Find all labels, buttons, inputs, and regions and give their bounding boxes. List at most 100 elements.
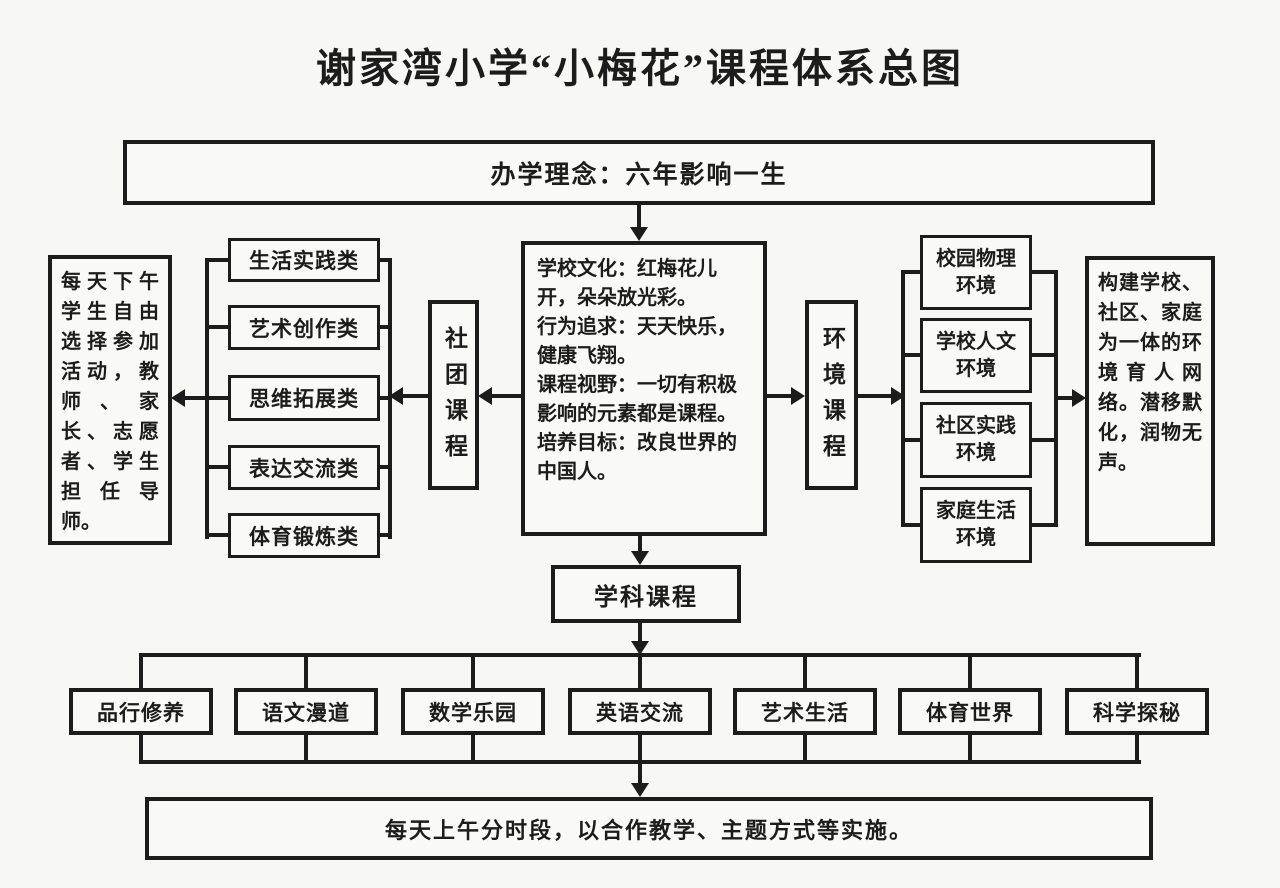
connector-line [205,396,230,400]
implementation-banner-label: 每天上午分时段，以合作教学、主题方式等实施。 [384,817,913,843]
connector-line [378,465,392,469]
subject-label: 英语交流 [596,700,684,725]
subject-label: 科学探秘 [1093,700,1181,725]
environment-category-label: 家庭生活环境 [936,500,1016,549]
connector-line [304,653,308,688]
environment-category-box: 校园物理环境 [920,235,1032,310]
connector-line [139,653,143,688]
connector-line [638,762,642,784]
connector-line [901,523,920,527]
culture-line: 学校文化：红梅花儿开，朵朵放光彩。 [537,258,717,309]
philosophy-banner: 办学理念：六年影响一生 [123,140,1155,205]
connector-line [637,204,641,229]
club-category-box: 体育锻炼类 [228,513,380,558]
environment-course-label: 环境课程 [819,326,845,470]
environment-note-box: 构建学校、社区、家庭为一体的环境育人网络。潜移默化，润物无声。 [1085,256,1215,546]
connector-line [378,258,392,262]
environment-note-text: 构建学校、社区、家庭为一体的环境育人网络。潜移默化，润物无声。 [1098,272,1202,474]
connector-line [803,735,807,764]
connector-line [901,438,920,442]
arrow-right-icon [791,387,805,405]
connector-line [378,533,392,537]
club-note-text: 每天下午学生自由选择参加活动，教师、家长、志愿者、学生担任导师。 [61,271,159,533]
subject-box: 品行修养 [69,688,213,735]
connector-line [766,394,792,398]
connector-line [1032,523,1058,527]
connector-line [205,465,230,469]
club-category-box: 生活实践类 [228,238,380,282]
connector-line [1135,735,1139,764]
arrow-down-icon [631,783,649,797]
bracket-line [1054,270,1058,527]
connector-line [304,735,308,764]
connector-line [803,653,807,688]
subject-box: 英语交流 [568,688,712,735]
subject-box: 艺术生活 [733,688,877,735]
connector-line [968,653,972,688]
connector-line [638,653,642,688]
subject-box: 数学乐园 [401,688,545,735]
club-note-box: 每天下午学生自由选择参加活动，教师、家长、志愿者、学生担任导师。 [48,255,172,545]
arrow-down-icon [631,641,649,655]
subject-label: 艺术生活 [761,700,849,725]
philosophy-banner-label: 办学理念：六年影响一生 [490,161,788,189]
connector-line [638,735,642,764]
arrow-right-icon [1072,389,1086,407]
connector-line [402,394,428,398]
arrow-left-icon [171,389,185,407]
club-category-label: 体育锻炼类 [249,524,359,549]
subject-course-label: 学科课程 [594,584,698,611]
subject-label: 体育世界 [926,700,1014,725]
connector-line [471,653,475,688]
environment-category-label: 社区实践环境 [936,415,1016,464]
subject-label: 语文漫道 [262,700,350,725]
environment-course-box: 环境课程 [805,300,858,490]
connector-line [205,325,230,329]
connector-line [1032,270,1058,274]
connector-line [490,394,521,398]
club-category-box: 艺术创作类 [228,305,380,350]
connector-line [184,396,205,400]
club-course-box: 社团课程 [428,300,479,490]
subject-box: 科学探秘 [1065,688,1209,735]
school-culture-box: 学校文化：红梅花儿开，朵朵放光彩。 行为追求：天天快乐，健康飞翔。 课程视野：一… [521,241,767,536]
club-category-box: 思维拓展类 [228,375,380,421]
arrow-left-icon [478,387,492,405]
environment-category-box: 学校人文环境 [920,318,1032,393]
subject-course-box: 学科课程 [551,565,741,623]
connector-line [901,270,920,274]
environment-category-box: 社区实践环境 [920,402,1032,478]
arrow-left-icon [389,387,403,405]
bracket-line [901,270,905,527]
connector-line [378,396,392,400]
page-title: 谢家湾小学“小梅花”课程体系总图 [316,46,964,91]
connector-line [901,353,920,357]
environment-category-label: 学校人文环境 [936,330,1016,380]
connector-line [205,258,230,262]
connector-line [638,536,642,553]
connector-line [857,394,892,398]
connector-line [139,735,143,764]
arrow-down-icon [631,551,649,565]
subject-label: 数学乐园 [429,700,517,725]
subject-box: 语文漫道 [234,688,378,735]
environment-category-label: 校园物理环境 [936,247,1016,297]
culture-line: 培养目标：改良世界的中国人。 [537,432,737,483]
club-category-box: 表达交流类 [228,445,380,490]
connector-line [968,735,972,764]
subject-box: 体育世界 [898,688,1042,735]
connector-line [378,325,392,329]
culture-line: 行为追求：天天快乐，健康飞翔。 [537,316,737,367]
implementation-banner: 每天上午分时段，以合作教学、主题方式等实施。 [145,797,1153,860]
culture-line: 课程视野：一切有积极影响的元素都是课程。 [537,374,737,425]
club-category-label: 表达交流类 [249,456,359,481]
club-course-label: 社团课程 [441,326,467,470]
connector-line [205,533,230,537]
connector-line [1032,438,1058,442]
connector-line [1058,396,1073,400]
subject-label: 品行修养 [97,700,185,725]
arrow-down-icon [630,227,648,241]
connector-line [638,623,642,642]
club-category-label: 生活实践类 [249,249,359,273]
